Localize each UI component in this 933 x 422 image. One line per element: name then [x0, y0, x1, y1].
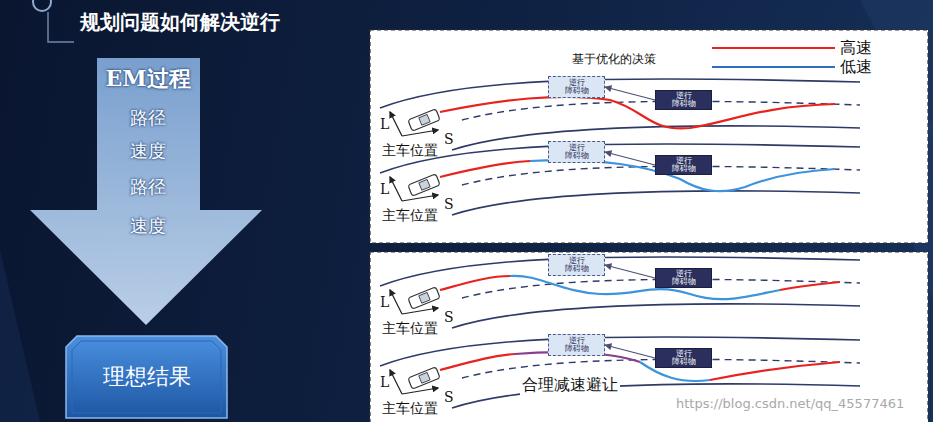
predicted-obstacle: 逆行 障碍物 [548, 141, 605, 163]
result-label: 理想结果 [65, 362, 228, 392]
panel-top [370, 30, 928, 243]
trajectory [710, 362, 840, 380]
axis-s [402, 130, 438, 136]
axis-label: S [444, 389, 454, 405]
motion-arrow [605, 152, 655, 165]
axis-l [390, 112, 402, 136]
predicted-obstacle: 逆行 障碍物 [548, 334, 605, 356]
axis-label: S [444, 309, 454, 325]
panel-bottom [370, 252, 928, 422]
motion-arrow [605, 345, 655, 358]
axis-l [390, 370, 402, 394]
ego-car [408, 367, 440, 389]
obstacle-label: 逆行 障碍物 [671, 92, 697, 109]
obstacle-label: 逆行 障碍物 [564, 144, 590, 161]
title-bullet [33, 0, 51, 11]
process-step: 速度 [96, 214, 200, 238]
axis-l [390, 177, 402, 201]
obstacle-label: 逆行 障碍物 [564, 79, 590, 96]
axis-label: L [380, 116, 389, 132]
process-title: EM过程 [96, 64, 200, 94]
trajectory [440, 354, 515, 370]
obstacle-box: 逆行 障碍物 [655, 155, 712, 175]
axis-label: L [380, 294, 389, 310]
axis-s [402, 308, 438, 314]
axis-label: S [444, 196, 454, 212]
legend-text: 低速 [840, 57, 872, 78]
obstacle-box: 逆行 障碍物 [655, 348, 712, 368]
slide-title: 规划问题如何解决逆行 [80, 9, 280, 36]
obstacle-label: 逆行 障碍物 [564, 257, 590, 274]
obstacle-label: 逆行 障碍物 [671, 350, 697, 367]
trajectory [780, 282, 840, 290]
road-scene [380, 257, 860, 328]
motion-arrow [605, 265, 655, 278]
road-edge [452, 304, 860, 328]
process-arrow: EM过程路径速度路径速度 [30, 58, 262, 325]
axis-s [402, 388, 438, 394]
axis-s [402, 195, 438, 201]
road-edge [380, 337, 860, 366]
car-window [419, 179, 430, 190]
ego-position-label: 主车位置 [382, 320, 438, 338]
obstacle-label: 逆行 障碍物 [564, 337, 590, 354]
ego-car [408, 174, 440, 196]
trajectory [440, 276, 510, 290]
axis-l [390, 290, 402, 314]
trajectory [440, 97, 835, 129]
process-step: 路径 [96, 175, 200, 199]
obstacle-label: 逆行 障碍物 [671, 270, 697, 287]
road-scene [380, 144, 860, 215]
obstacle-box: 逆行 障碍物 [655, 90, 712, 110]
trajectory [440, 161, 530, 177]
ego-car [408, 109, 440, 131]
title-bracket [48, 12, 74, 42]
ego-position-label: 主车位置 [382, 400, 438, 418]
obstacle-box: 逆行 障碍物 [655, 268, 712, 288]
road-edge [452, 126, 860, 150]
road-edge [380, 257, 860, 286]
result-box: 理想结果 [65, 335, 228, 419]
panel-heading: 基于优化的决策 [572, 51, 656, 68]
ego-position-label: 主车位置 [382, 207, 438, 225]
car-window [419, 292, 430, 303]
process-step: 路径 [96, 106, 200, 130]
road-edge [380, 144, 860, 173]
axis-label: L [380, 181, 389, 197]
road-scene [380, 79, 860, 150]
bg-facet [0, 250, 40, 422]
callout-note: 合理减速避让 [520, 375, 620, 396]
car-window [419, 372, 430, 383]
predicted-obstacle: 逆行 障碍物 [548, 254, 605, 276]
axis-label: L [380, 374, 389, 390]
ego-car [408, 287, 440, 309]
obstacle-label: 逆行 障碍物 [671, 157, 697, 174]
road-edge [452, 191, 860, 215]
legend-text: 高速 [840, 38, 872, 59]
motion-arrow [605, 87, 655, 100]
legend-sample [712, 47, 835, 49]
legend-sample [712, 66, 835, 68]
predicted-obstacle: 逆行 障碍物 [548, 76, 605, 98]
process-step: 速度 [96, 139, 200, 163]
ego-position-label: 主车位置 [382, 142, 438, 160]
trajectory [510, 276, 780, 299]
watermark: https://blog.csdn.net/qq_45577461 [676, 396, 904, 411]
car-window [419, 114, 430, 125]
axis-label: S [444, 131, 454, 147]
